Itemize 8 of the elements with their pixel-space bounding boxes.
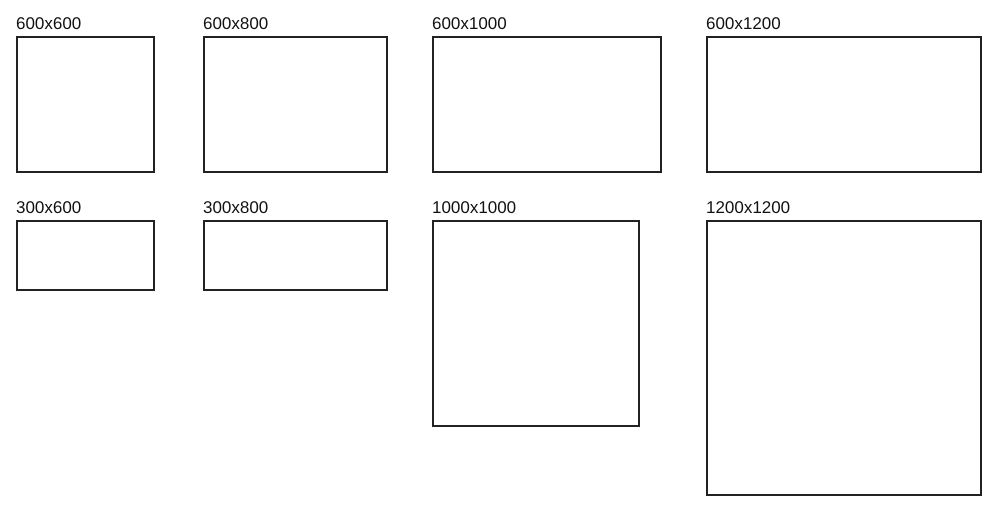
size-label: 1200x1200 [706,198,790,218]
size-label: 300x600 [16,198,82,218]
size-label: 600x600 [16,14,82,34]
size-label: 600x1200 [706,14,781,34]
size-label: 300x800 [203,198,268,218]
size-label: 1000x1000 [432,198,516,218]
size-label: 600x800 [203,14,268,34]
size-label: 600x1000 [432,14,507,34]
